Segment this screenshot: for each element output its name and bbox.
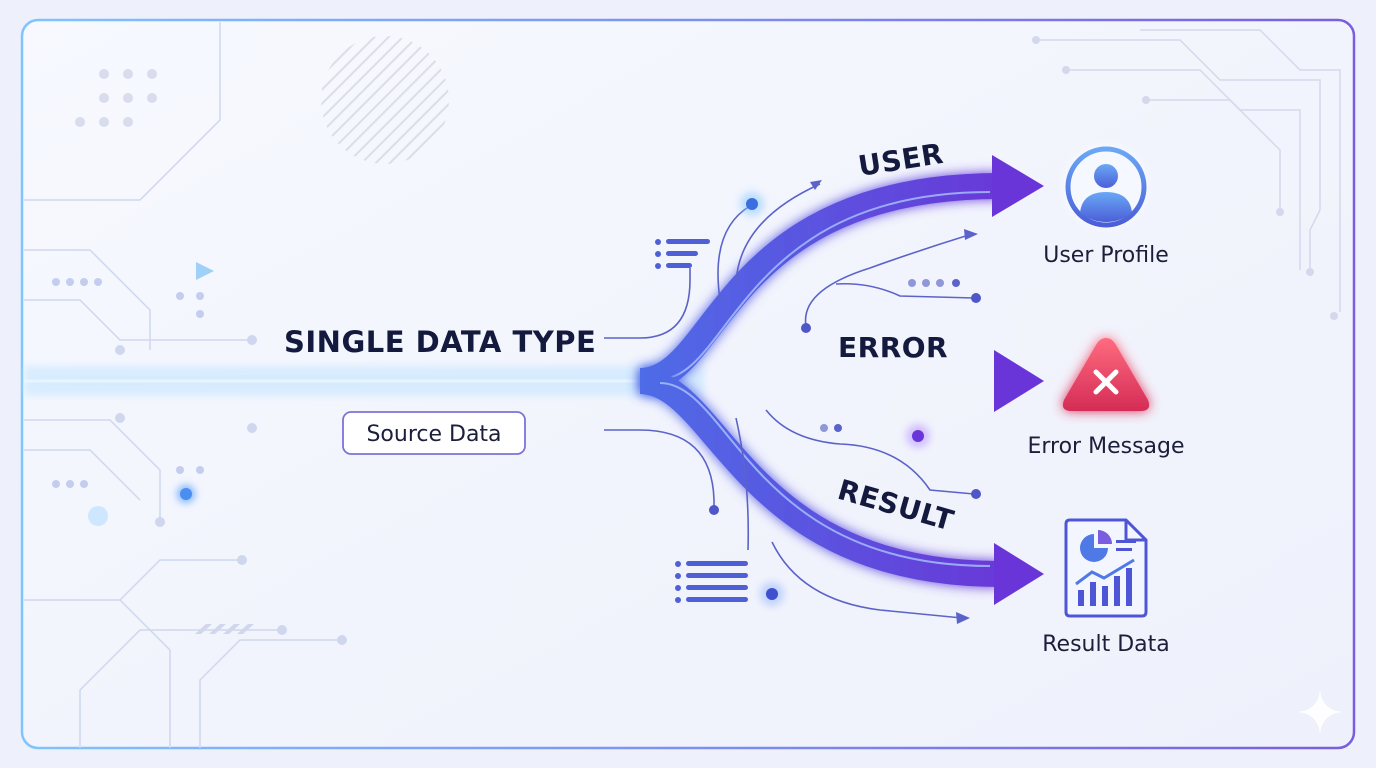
chart-document-icon <box>1064 518 1148 618</box>
circuit-decoration-left <box>24 22 340 748</box>
list-glyph-top <box>655 239 710 269</box>
glow-dot-faint <box>88 506 108 526</box>
dash-marks-decoration <box>195 624 254 634</box>
sparkle-decoration <box>1298 690 1342 734</box>
play-triangle-decoration <box>196 262 214 280</box>
branch-result <box>638 368 1044 605</box>
circuit-nodes-left <box>115 335 347 645</box>
circuit-decoration-right <box>1040 29 1341 312</box>
error-icon <box>1062 338 1150 411</box>
branch-error <box>640 350 1044 412</box>
error-arrowhead <box>994 350 1044 412</box>
output-label-user: User Profile <box>1043 243 1169 268</box>
circuit-nodes-right <box>1032 36 1338 320</box>
source-data-label: Source Data <box>366 422 501 447</box>
glow-dot-core <box>180 488 192 500</box>
connector-arrow-1 <box>810 180 822 190</box>
connector-lines <box>604 183 975 619</box>
connector-nodes <box>709 293 981 515</box>
user-arrowhead <box>992 155 1044 217</box>
small-dots-decoration <box>52 278 204 488</box>
list-glyph-bottom <box>675 561 748 603</box>
glowing-nodes <box>740 192 930 606</box>
output-label-error: Error Message <box>1027 434 1184 459</box>
single-data-type-label: SINGLE DATA TYPE <box>284 325 596 359</box>
output-label-result: Result Data <box>1042 632 1170 657</box>
connector-arrow-2 <box>964 229 978 240</box>
source-data-pill <box>342 411 526 455</box>
hatched-circle-decoration <box>321 36 449 164</box>
dot-rows <box>820 279 960 432</box>
dot-grid-decoration <box>75 69 157 127</box>
user-icon <box>1065 146 1147 228</box>
connector-arrow-3 <box>956 612 970 624</box>
result-arrowhead <box>994 543 1044 605</box>
branch-label-error: ERROR <box>838 331 948 364</box>
